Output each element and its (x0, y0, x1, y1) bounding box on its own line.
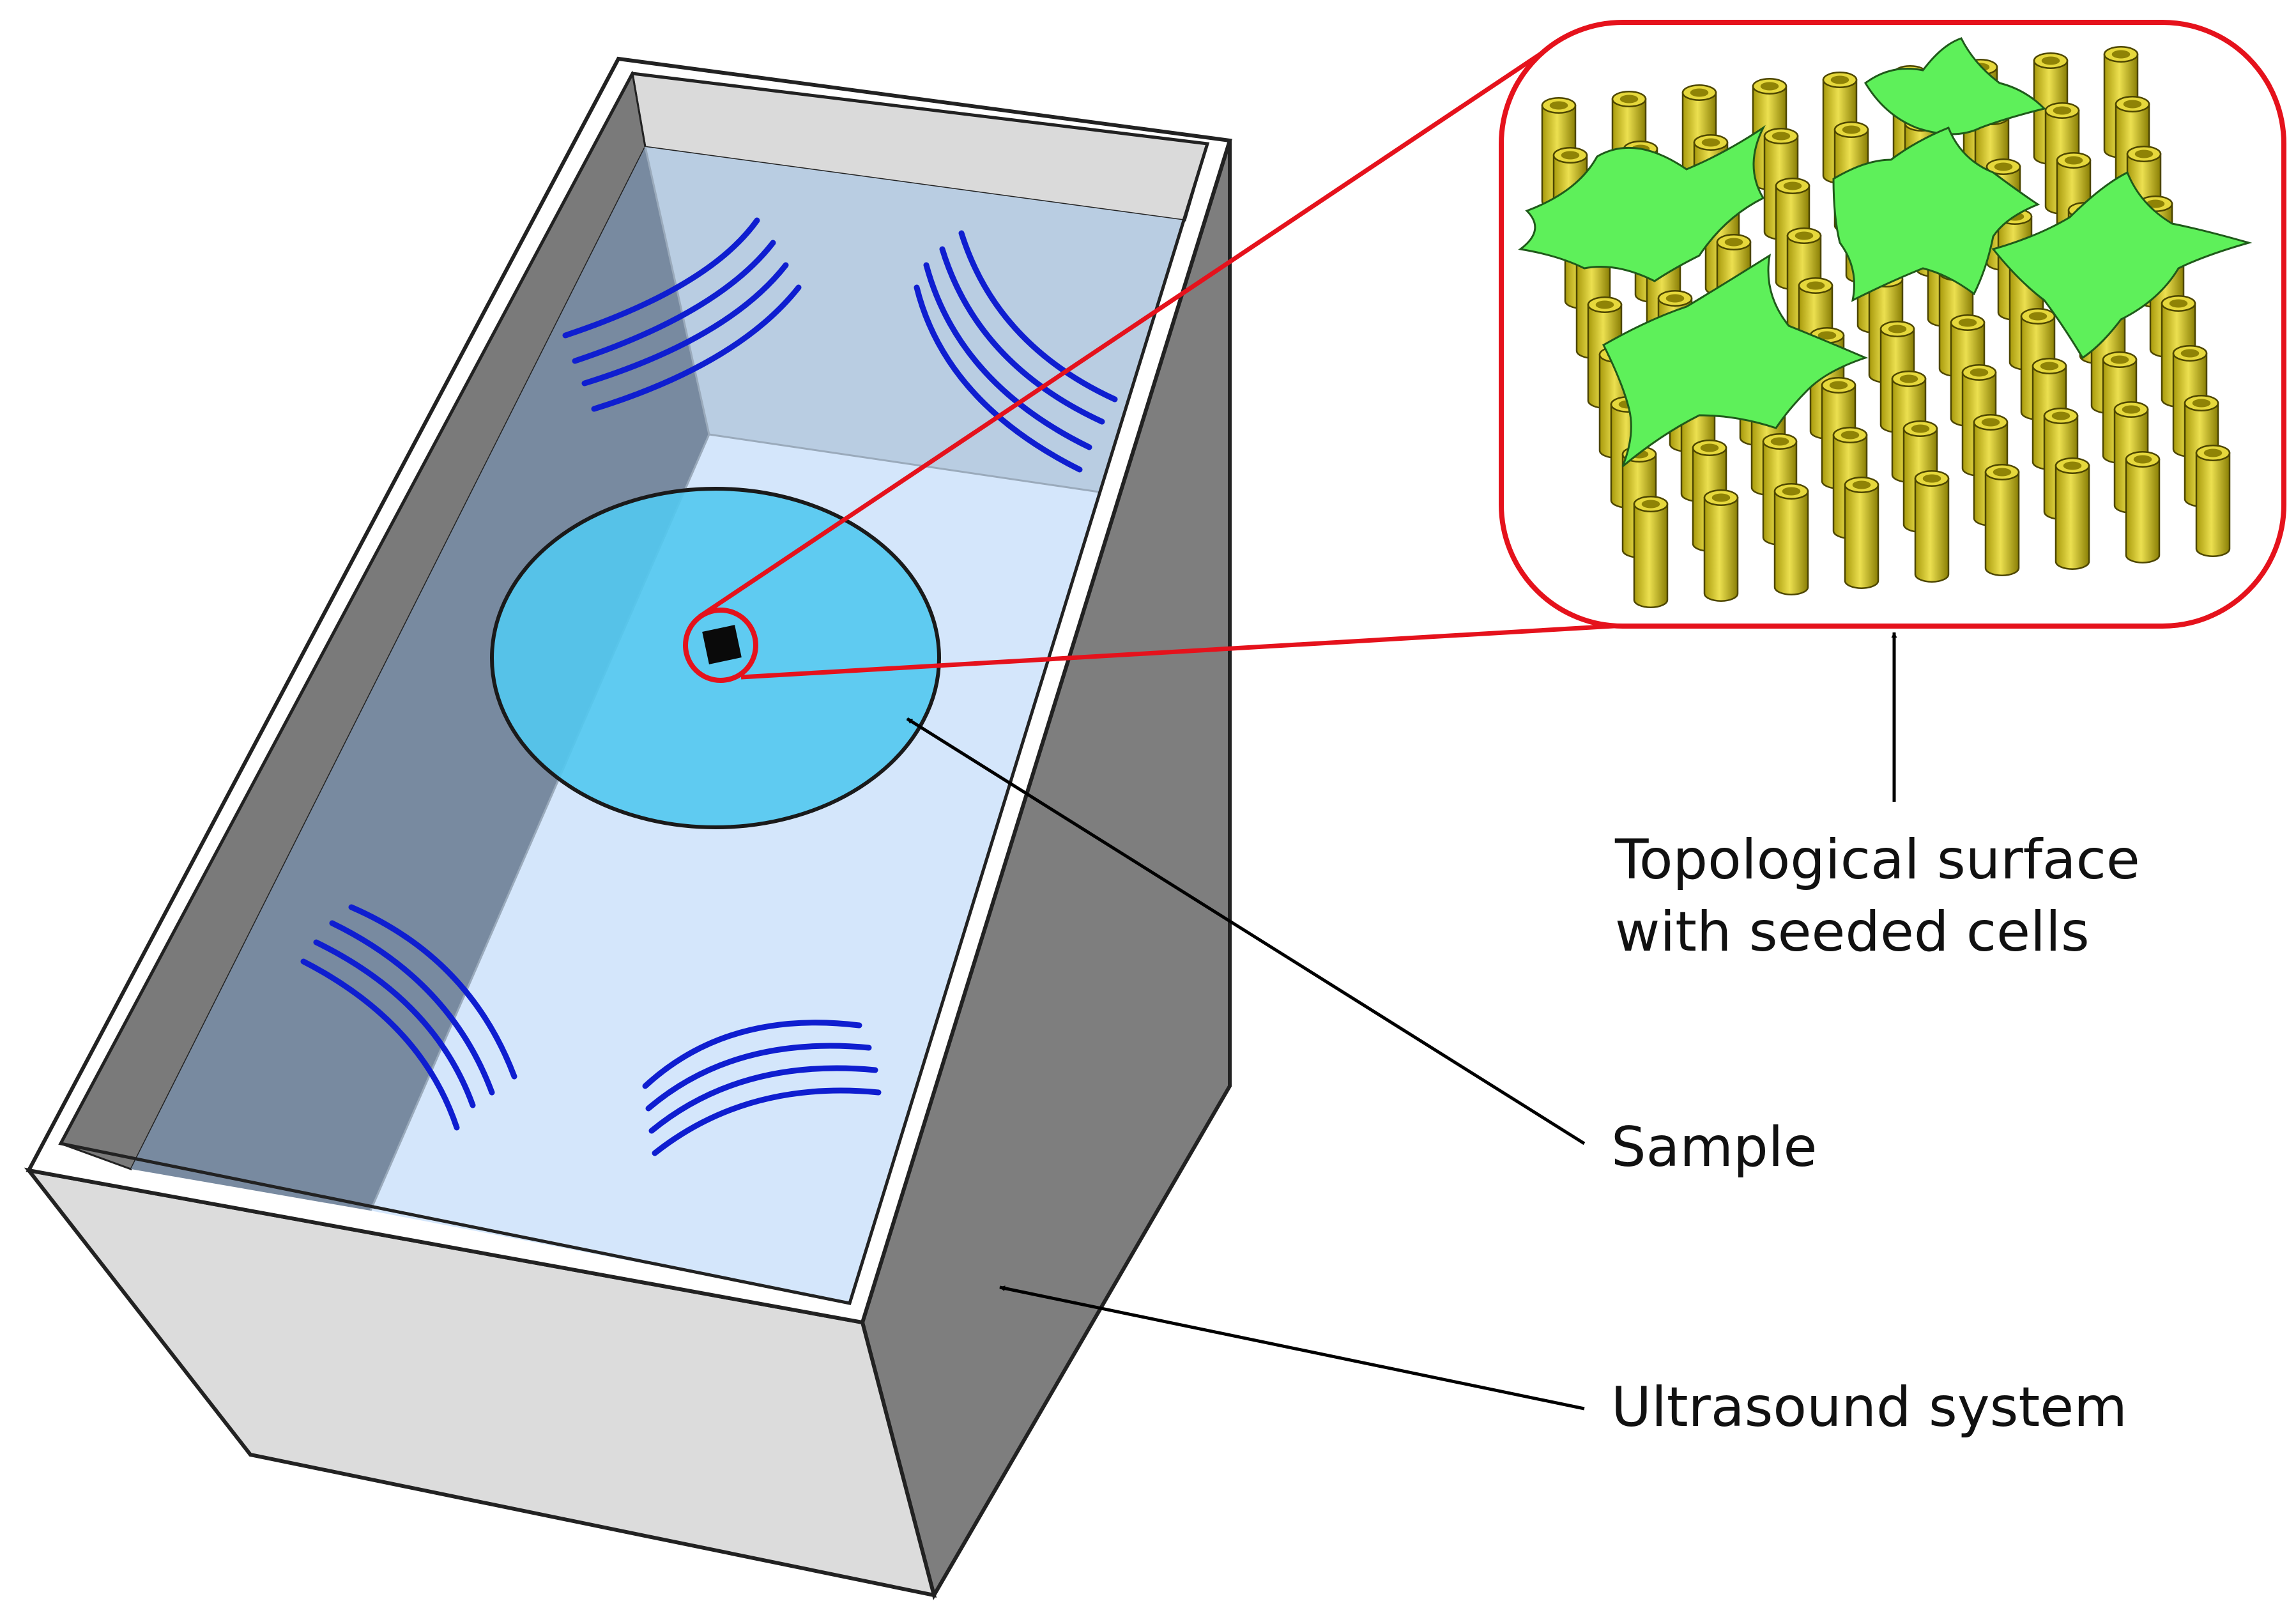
arrow-ultrasound (999, 1285, 1585, 1411)
pillar-icon (1633, 496, 1669, 608)
pillar-icon (1914, 470, 1950, 583)
water-back (645, 147, 1185, 492)
sample-disc (490, 487, 941, 829)
pillar-icon (1844, 477, 1879, 589)
cell-icon (1602, 253, 1869, 468)
label-topological-line1: Topological surface (1614, 828, 2140, 892)
sound-wave-icon (300, 217, 1118, 1156)
pillar-icon (1773, 483, 1809, 595)
pillar-icon (2055, 457, 2090, 570)
cell-icon (1832, 126, 2040, 302)
label-topological-line2: with seeded cells (1615, 900, 2090, 964)
ultrasound-tank (24, 56, 1232, 1600)
label-sample: Sample (1611, 1115, 1817, 1179)
water-left (131, 147, 709, 1211)
cell-icon (1518, 125, 1766, 282)
arrow-sample (906, 717, 1586, 1145)
label-ultrasound-system: Ultrasound system (1611, 1375, 2127, 1439)
cell-icon (1991, 171, 2253, 360)
sample-chip (702, 625, 742, 664)
sample-callout-circle (683, 608, 758, 683)
pillar-icon (2125, 451, 2161, 563)
topological-surface-callout (1499, 20, 2286, 629)
callout-lines (698, 49, 1669, 680)
cell-group (1518, 37, 2253, 468)
pointer-arrows (906, 632, 1897, 1411)
pillar-icon (2195, 445, 2231, 557)
pillar-icon (1703, 489, 1739, 602)
cell-icon (1864, 37, 2046, 135)
pillar-icon (1984, 464, 2020, 576)
